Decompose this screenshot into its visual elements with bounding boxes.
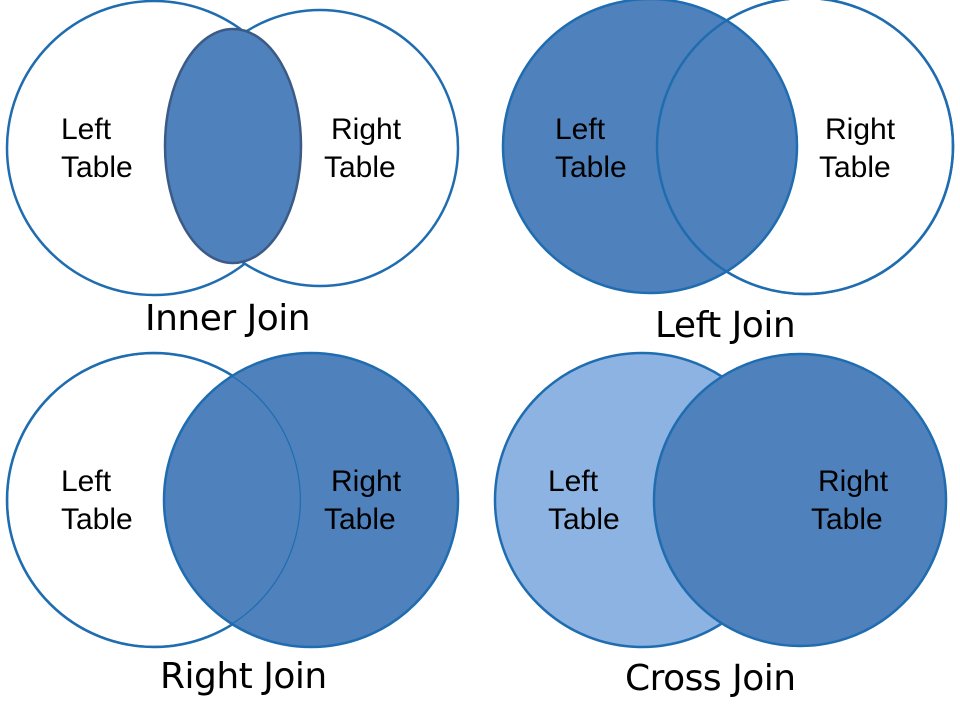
left-join-left-table-circle <box>501 0 799 295</box>
inner-join-title: Inner Join <box>145 298 310 339</box>
right-join-panel: Left Table Right Table Right Join <box>5 351 460 697</box>
left-join-left-label: Left Table <box>555 113 627 184</box>
right-join-title: Right Join <box>160 656 327 697</box>
cross-join-title: Cross Join <box>625 658 796 699</box>
inner-right-label: Right Table <box>324 113 409 184</box>
inner-left-label: Left Table <box>61 113 133 184</box>
left-join-right-label: Right Table <box>819 113 903 184</box>
left-join-right-outline <box>655 0 955 296</box>
right-join-right-table-circle <box>162 351 460 649</box>
left-join-panel: Left Table Right Table Left Join <box>501 0 955 346</box>
right-join-right-label: Right Table <box>324 465 409 536</box>
inner-join-panel: Left Table Right Table Inner Join <box>5 0 460 339</box>
inner-intersection-area <box>163 27 303 265</box>
cross-join-right-table-circle <box>652 352 948 648</box>
left-join-title: Left Join <box>655 305 795 346</box>
cross-join-right-label: Right Table <box>811 465 896 536</box>
right-join-left-label: Left Table <box>61 465 133 536</box>
cross-join-panel: Left Table Right Table Cross Join <box>493 351 948 699</box>
cross-join-left-label: Left Table <box>548 465 620 536</box>
